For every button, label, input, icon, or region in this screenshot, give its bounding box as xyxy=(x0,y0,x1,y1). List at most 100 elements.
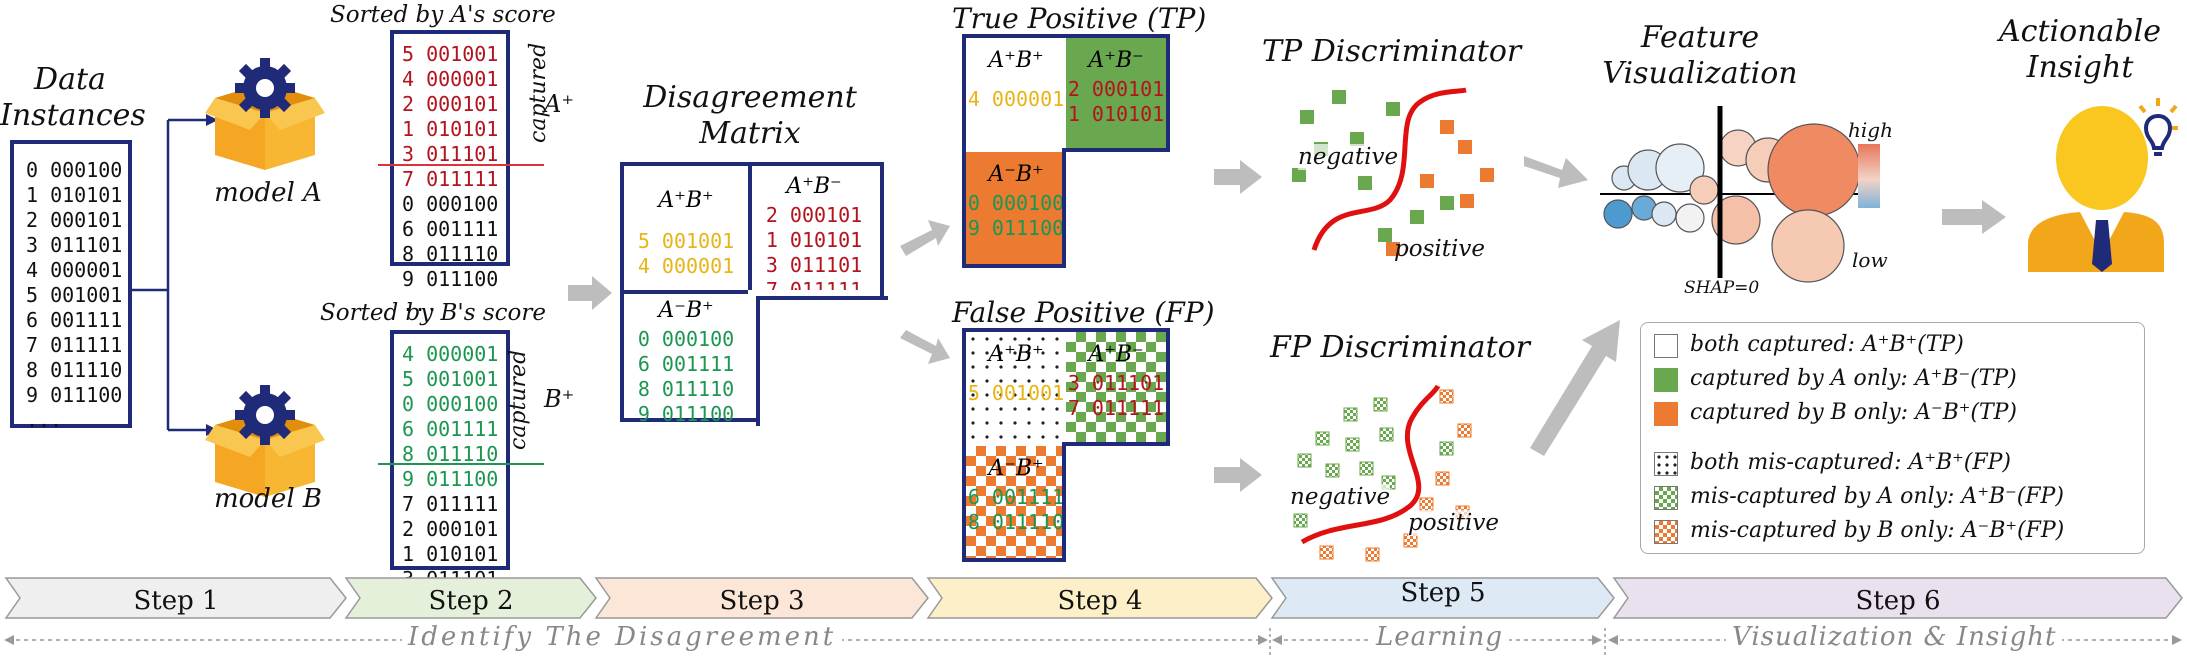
legend-swatch-b-only xyxy=(1654,402,1678,426)
disagreement-title-line2: Matrix xyxy=(699,116,801,151)
sorted-by-a-title: Sorted by A's score xyxy=(330,2,556,28)
model-a-label: model A xyxy=(214,178,322,208)
fp-cell-pp: A⁺B⁺ 5 001001 xyxy=(966,332,1066,446)
tp-negative-label: negative xyxy=(1298,144,1399,170)
legend-swatch-both-miscaptured xyxy=(1654,452,1678,476)
dm-empty-corner xyxy=(756,296,888,426)
feature-vis-line2: Visualization xyxy=(1602,56,1798,91)
legend-box xyxy=(1640,322,2145,554)
dm-cell-pp-values: 5 001001 4 000001 xyxy=(637,229,735,278)
step5-label: Step 5 xyxy=(1400,578,1486,608)
fp-cell-mp: A⁻B⁺ 6 001111 8 011110 xyxy=(966,446,1066,558)
tp-cell-pp-head: A⁺B⁺ xyxy=(988,48,1044,73)
b-sorted-list: 4 000001 5 001001 0 000100 6 001111 8 01… xyxy=(390,330,510,616)
phase-learning-label: Learning xyxy=(1370,622,1510,652)
tp-positive-label: positive xyxy=(1394,236,1485,262)
step1-label-box: Step 1 xyxy=(6,578,346,620)
dm-cell-pm-head: A⁺B⁻ xyxy=(786,174,842,199)
step1-chevron xyxy=(4,577,347,619)
fp-negative-label: negative xyxy=(1290,484,1391,510)
dm-cell-mp-head: A⁻B⁺ xyxy=(658,298,714,323)
dm-cell-pp: A⁺B⁺ 5 001001 4 000001 xyxy=(624,166,752,294)
tp-cell-pm-head: A⁺B⁻ xyxy=(1088,48,1144,73)
arrow-3-4-down xyxy=(900,330,950,364)
legend-miscaptured-b-only: mis-captured by B only: A⁻B⁺(FP) xyxy=(1690,518,2065,543)
model-a-icon xyxy=(205,58,325,170)
fp-empty-corner xyxy=(1066,446,1174,566)
scale-high-label: high xyxy=(1848,118,1893,142)
step3-chevron xyxy=(594,577,929,619)
fp-title: False Positive (FP) xyxy=(952,296,1215,329)
dm-cell-pp-head: A⁺B⁺ xyxy=(658,188,714,213)
fp-corner-border-h xyxy=(1062,442,1170,446)
insight-person-icon xyxy=(2028,98,2178,272)
b-capture-threshold xyxy=(378,463,544,465)
data-instances-title-line1: Data xyxy=(34,62,106,97)
dm-cell-pm-values: 2 000101 1 010101 3 011101 7 011111 xyxy=(765,203,863,302)
shap-bubbles xyxy=(1603,123,1861,283)
insight-line1: Actionable xyxy=(1999,14,2161,49)
fp-cell-mp-head: A⁻B⁺ xyxy=(988,456,1044,481)
step-chevrons xyxy=(4,577,2183,619)
sorted-by-b-title: Sorted by B's score xyxy=(320,300,546,326)
step6-label-box: Step 6 xyxy=(1614,578,2182,620)
fp-corner-border-v xyxy=(1062,442,1066,562)
fp-cell-pm: A⁺B⁻ 3 011101 7 011111 xyxy=(1066,332,1166,446)
arrow-6-insight xyxy=(1942,200,2006,234)
legend-captured-b-only: captured by B only: A⁻B⁺(TP) xyxy=(1690,400,2018,425)
a-plus-label: A⁺ xyxy=(544,90,574,118)
step4-label: Step 4 xyxy=(1057,586,1143,616)
feature-vis-line1: Feature xyxy=(1640,20,1760,55)
a-capture-threshold xyxy=(378,164,544,166)
legend-both-captured: both captured: A⁺B⁺(TP) xyxy=(1690,332,1964,357)
data-instances-title-line2: Instances xyxy=(0,98,146,133)
step3-label: Step 3 xyxy=(719,586,805,616)
b-plus-label: B⁺ xyxy=(544,385,575,413)
feature-visualization-title: Feature Visualization xyxy=(1600,20,1800,92)
a-sorted-list: 5 001001 4 000001 2 000101 1 010101 3 01… xyxy=(390,30,510,316)
b-captured-values: 4 000001 5 001001 0 000100 6 001111 8 01… xyxy=(402,342,499,491)
fp-cell-pm-values: 3 011101 7 011111 xyxy=(1067,371,1165,420)
tp-cell-mp-head: A⁻B⁺ xyxy=(988,162,1044,187)
fp-cell-pp-head: A⁺B⁺ xyxy=(988,342,1044,367)
step4-chevron xyxy=(926,577,1273,619)
arrow-4-5-bottom xyxy=(1214,458,1262,492)
legend-swatch-mis-a-only xyxy=(1654,486,1678,510)
step6-chevron xyxy=(1612,577,2183,619)
fp-discriminator-plot xyxy=(1293,384,1472,562)
step3-label-box: Step 3 xyxy=(596,578,928,620)
fp-negative-points xyxy=(1293,397,1454,528)
fp-cell-mp-values: 6 001111 8 011110 xyxy=(967,485,1065,534)
data-instances-list: 0 000100 1 010101 2 000101 3 011101 4 00… xyxy=(10,140,132,432)
arrow-5-6-top xyxy=(1524,156,1588,188)
data-instances-title: Data Instances xyxy=(0,62,146,134)
tp-corner-border-h xyxy=(1062,148,1170,152)
step5-chevron xyxy=(1270,577,1615,619)
tp-cell-pp-values: 4 000001 xyxy=(967,87,1065,111)
tp-discriminator-plot xyxy=(1292,87,1494,256)
legend-captured-a-only: captured by A only: A⁺B⁻(TP) xyxy=(1690,366,2017,391)
phase-visualization-label: Visualization & Insight xyxy=(1726,622,2063,652)
step5-label-box: Step 5 xyxy=(1272,578,1614,620)
tp-empty-corner xyxy=(1066,152,1174,272)
step4-label-box: Step 4 xyxy=(928,578,1272,620)
fp-positive-label: positive xyxy=(1408,510,1499,536)
legend-swatch-mis-b-only xyxy=(1654,520,1678,544)
phase-identify-label: Identify The Disagreement xyxy=(402,622,843,652)
step2-chevron xyxy=(344,577,597,619)
fp-positive-points xyxy=(1319,389,1472,562)
arrow-2-3 xyxy=(568,276,612,310)
tp-cell-mp-values: 0 000100 9 011100 xyxy=(967,191,1065,240)
arrow-4-5-top xyxy=(1214,160,1262,194)
arrow-3-4-up xyxy=(900,220,950,256)
feature-visualization-plot xyxy=(1600,106,1880,283)
disagreement-matrix-title: Disagreement Matrix xyxy=(630,80,870,152)
legend-swatch-both-captured xyxy=(1654,334,1678,358)
fp-cell-pm-head: A⁺B⁻ xyxy=(1088,342,1144,367)
tp-cell-pp: A⁺B⁺ 4 000001 xyxy=(966,38,1066,152)
a-rest-values: 0 000100 6 001111 8 011110 9 011100 ... xyxy=(402,192,499,316)
model-b-label: model B xyxy=(213,484,323,514)
tp-positive-points xyxy=(1386,120,1494,256)
shap-zero-label: SHAP=0 xyxy=(1684,278,1760,298)
legend-both-miscaptured: both mis-captured: A⁺B⁺(FP) xyxy=(1690,450,2012,475)
